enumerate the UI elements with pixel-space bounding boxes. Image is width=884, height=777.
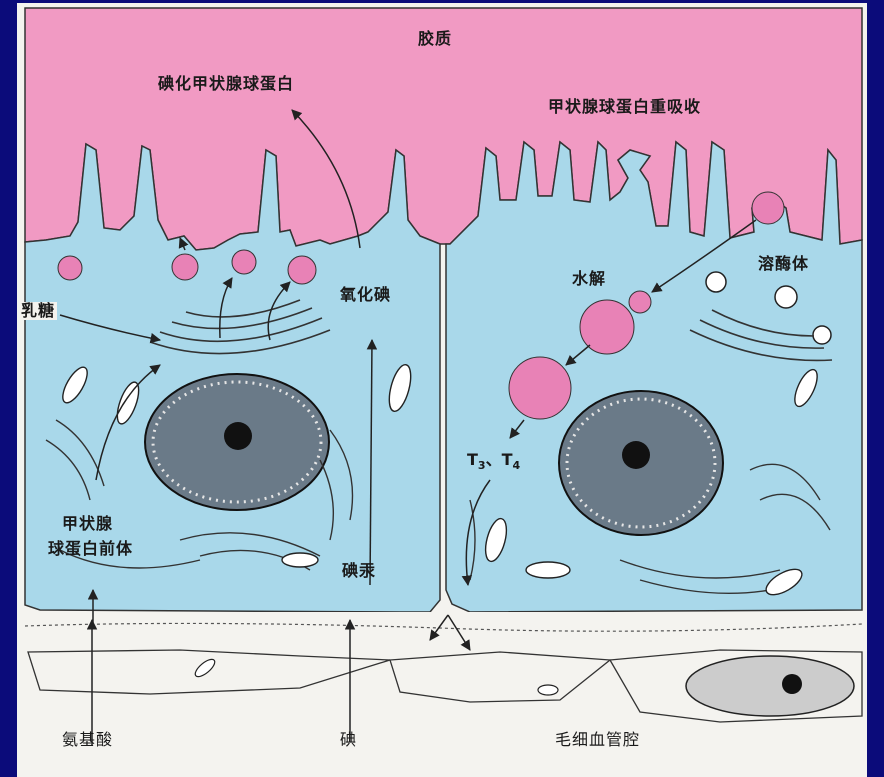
colloid-droplet bbox=[172, 254, 198, 280]
thyroglobulin-reabsorption-label: 甲状腺球蛋白重吸收 bbox=[548, 98, 701, 116]
thyroglobulin-precursor-label-line1: 甲状腺 bbox=[62, 515, 113, 533]
iodinated-thyroglobulin-label: 碘化甲状腺球蛋白 bbox=[158, 75, 294, 93]
hydrolyzed-droplet bbox=[509, 357, 571, 419]
thyroglobulin-precursor-label-line2: 球蛋白前体 bbox=[48, 540, 133, 558]
lysosome-label: 溶酶体 bbox=[758, 255, 809, 273]
lactose-label: 乳糖 bbox=[19, 302, 57, 320]
lysosome bbox=[813, 326, 831, 344]
iodine-label: 碘 bbox=[340, 731, 357, 749]
left-nucleolus bbox=[224, 422, 252, 450]
colloid-label: 胶质 bbox=[418, 30, 452, 48]
colloid-droplet bbox=[232, 250, 256, 274]
lysosome-attached bbox=[629, 291, 651, 313]
iodide-pump-label: 碘汞 bbox=[342, 562, 376, 580]
endothelial-nucleus bbox=[686, 656, 854, 716]
hydrolysis-label: 水解 bbox=[572, 270, 606, 288]
lysosome bbox=[775, 286, 797, 308]
t3-t4-label: T3、T4 bbox=[467, 451, 520, 472]
colloid-droplet bbox=[58, 256, 82, 280]
iodine-oxidation-label: 氧化碘 bbox=[340, 286, 391, 304]
colloid-droplet bbox=[288, 256, 316, 284]
right-nucleolus bbox=[622, 441, 650, 469]
endothelial-cell-middle bbox=[390, 652, 610, 702]
amino-acid-label: 氨基酸 bbox=[62, 731, 113, 749]
reabsorbed-droplet bbox=[752, 192, 784, 224]
endothelial-nucleolus bbox=[782, 674, 802, 694]
endothelial-cell-left bbox=[28, 650, 390, 694]
lysosome bbox=[706, 272, 726, 292]
basement-band bbox=[25, 612, 862, 646]
capillary-lumen-label: 毛细血管腔 bbox=[555, 731, 640, 749]
